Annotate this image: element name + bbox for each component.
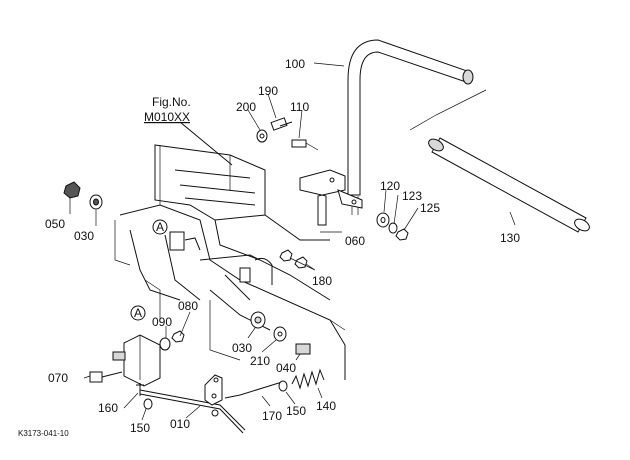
fig-ref-label: Fig.No.	[152, 95, 191, 109]
washer-030-upper	[89, 194, 103, 210]
label-130: 130	[500, 231, 520, 245]
label-050: 050	[45, 217, 65, 231]
nut-080	[171, 330, 185, 343]
label-150-right: 150	[286, 404, 306, 418]
washer-150-left	[143, 398, 153, 410]
label-080: 080	[178, 299, 198, 313]
label-060: 060	[345, 234, 365, 248]
grip-tube-130	[409, 89, 590, 233]
nut-125	[395, 228, 409, 241]
washer-090	[159, 337, 171, 351]
label-010: 010	[170, 417, 190, 431]
label-210: 210	[250, 354, 270, 368]
bracket-060	[299, 169, 363, 226]
label-030-lower: 030	[232, 341, 252, 355]
fig-ref-leader	[179, 121, 233, 166]
rod-010	[139, 374, 246, 434]
bolt-070	[89, 371, 123, 383]
washer-120	[376, 212, 390, 228]
label-120: 120	[380, 179, 400, 193]
label-200: 200	[236, 100, 256, 114]
callout-a-upper: A	[152, 219, 168, 235]
frame-body	[114, 144, 346, 380]
bolt-110	[291, 139, 319, 151]
label-140: 140	[316, 399, 336, 413]
bolt-190	[270, 117, 293, 131]
label-190: 190	[258, 84, 278, 98]
label-180: 180	[312, 274, 332, 288]
callout-a-lower: A	[130, 305, 146, 321]
label-100: 100	[285, 57, 305, 71]
label-070: 070	[48, 371, 68, 385]
fig-ref-code: M010XX	[144, 110, 190, 124]
washer-123	[388, 222, 398, 234]
bolt-040	[295, 343, 311, 355]
nut-050	[63, 181, 81, 199]
washer-210	[273, 326, 287, 342]
washer-200	[256, 129, 268, 143]
mount-plate	[112, 334, 161, 387]
label-030-upper: 030	[74, 229, 94, 243]
label-110: 110	[290, 100, 309, 114]
pin-160	[136, 383, 144, 396]
callout-a-lower-letter: A	[134, 306, 142, 320]
callout-a-upper-letter: A	[156, 220, 164, 234]
leader-lines	[69, 62, 516, 421]
label-090: 090	[152, 315, 172, 329]
label-123: 123	[402, 189, 422, 203]
label-160: 160	[98, 401, 118, 415]
label-040: 040	[276, 361, 296, 375]
footer-code: K3173-041-10	[18, 429, 69, 438]
washer-030-lower	[250, 311, 266, 329]
label-150-left: 150	[130, 421, 150, 435]
label-125: 125	[420, 201, 440, 215]
label-170: 170	[262, 409, 282, 423]
link-rod-170	[224, 381, 283, 399]
washer-150-right	[278, 380, 288, 392]
spring-140	[291, 368, 325, 390]
nuts-180	[279, 249, 308, 269]
